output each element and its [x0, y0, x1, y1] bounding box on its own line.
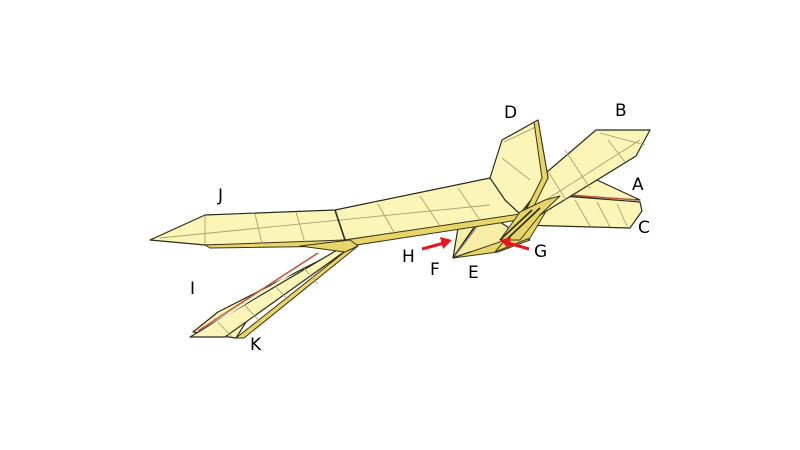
label-d: D [504, 103, 517, 123]
label-a: A [632, 175, 644, 195]
body-joint [299, 239, 359, 253]
label-g: G [534, 242, 547, 262]
label-h: H [402, 247, 415, 267]
label-j: J [217, 186, 223, 206]
label-f: F [430, 260, 440, 280]
label-e: E [468, 263, 479, 283]
arrow-g [500, 237, 530, 251]
main-body [149, 177, 541, 249]
label-b: B [615, 101, 627, 121]
label-k: K [250, 335, 262, 355]
label-c: C [638, 218, 650, 238]
arrow-h [421, 237, 452, 251]
flap-d [489, 119, 549, 223]
label-i: I [190, 279, 195, 299]
flap-i-k [189, 245, 359, 339]
center-layers [499, 195, 561, 241]
